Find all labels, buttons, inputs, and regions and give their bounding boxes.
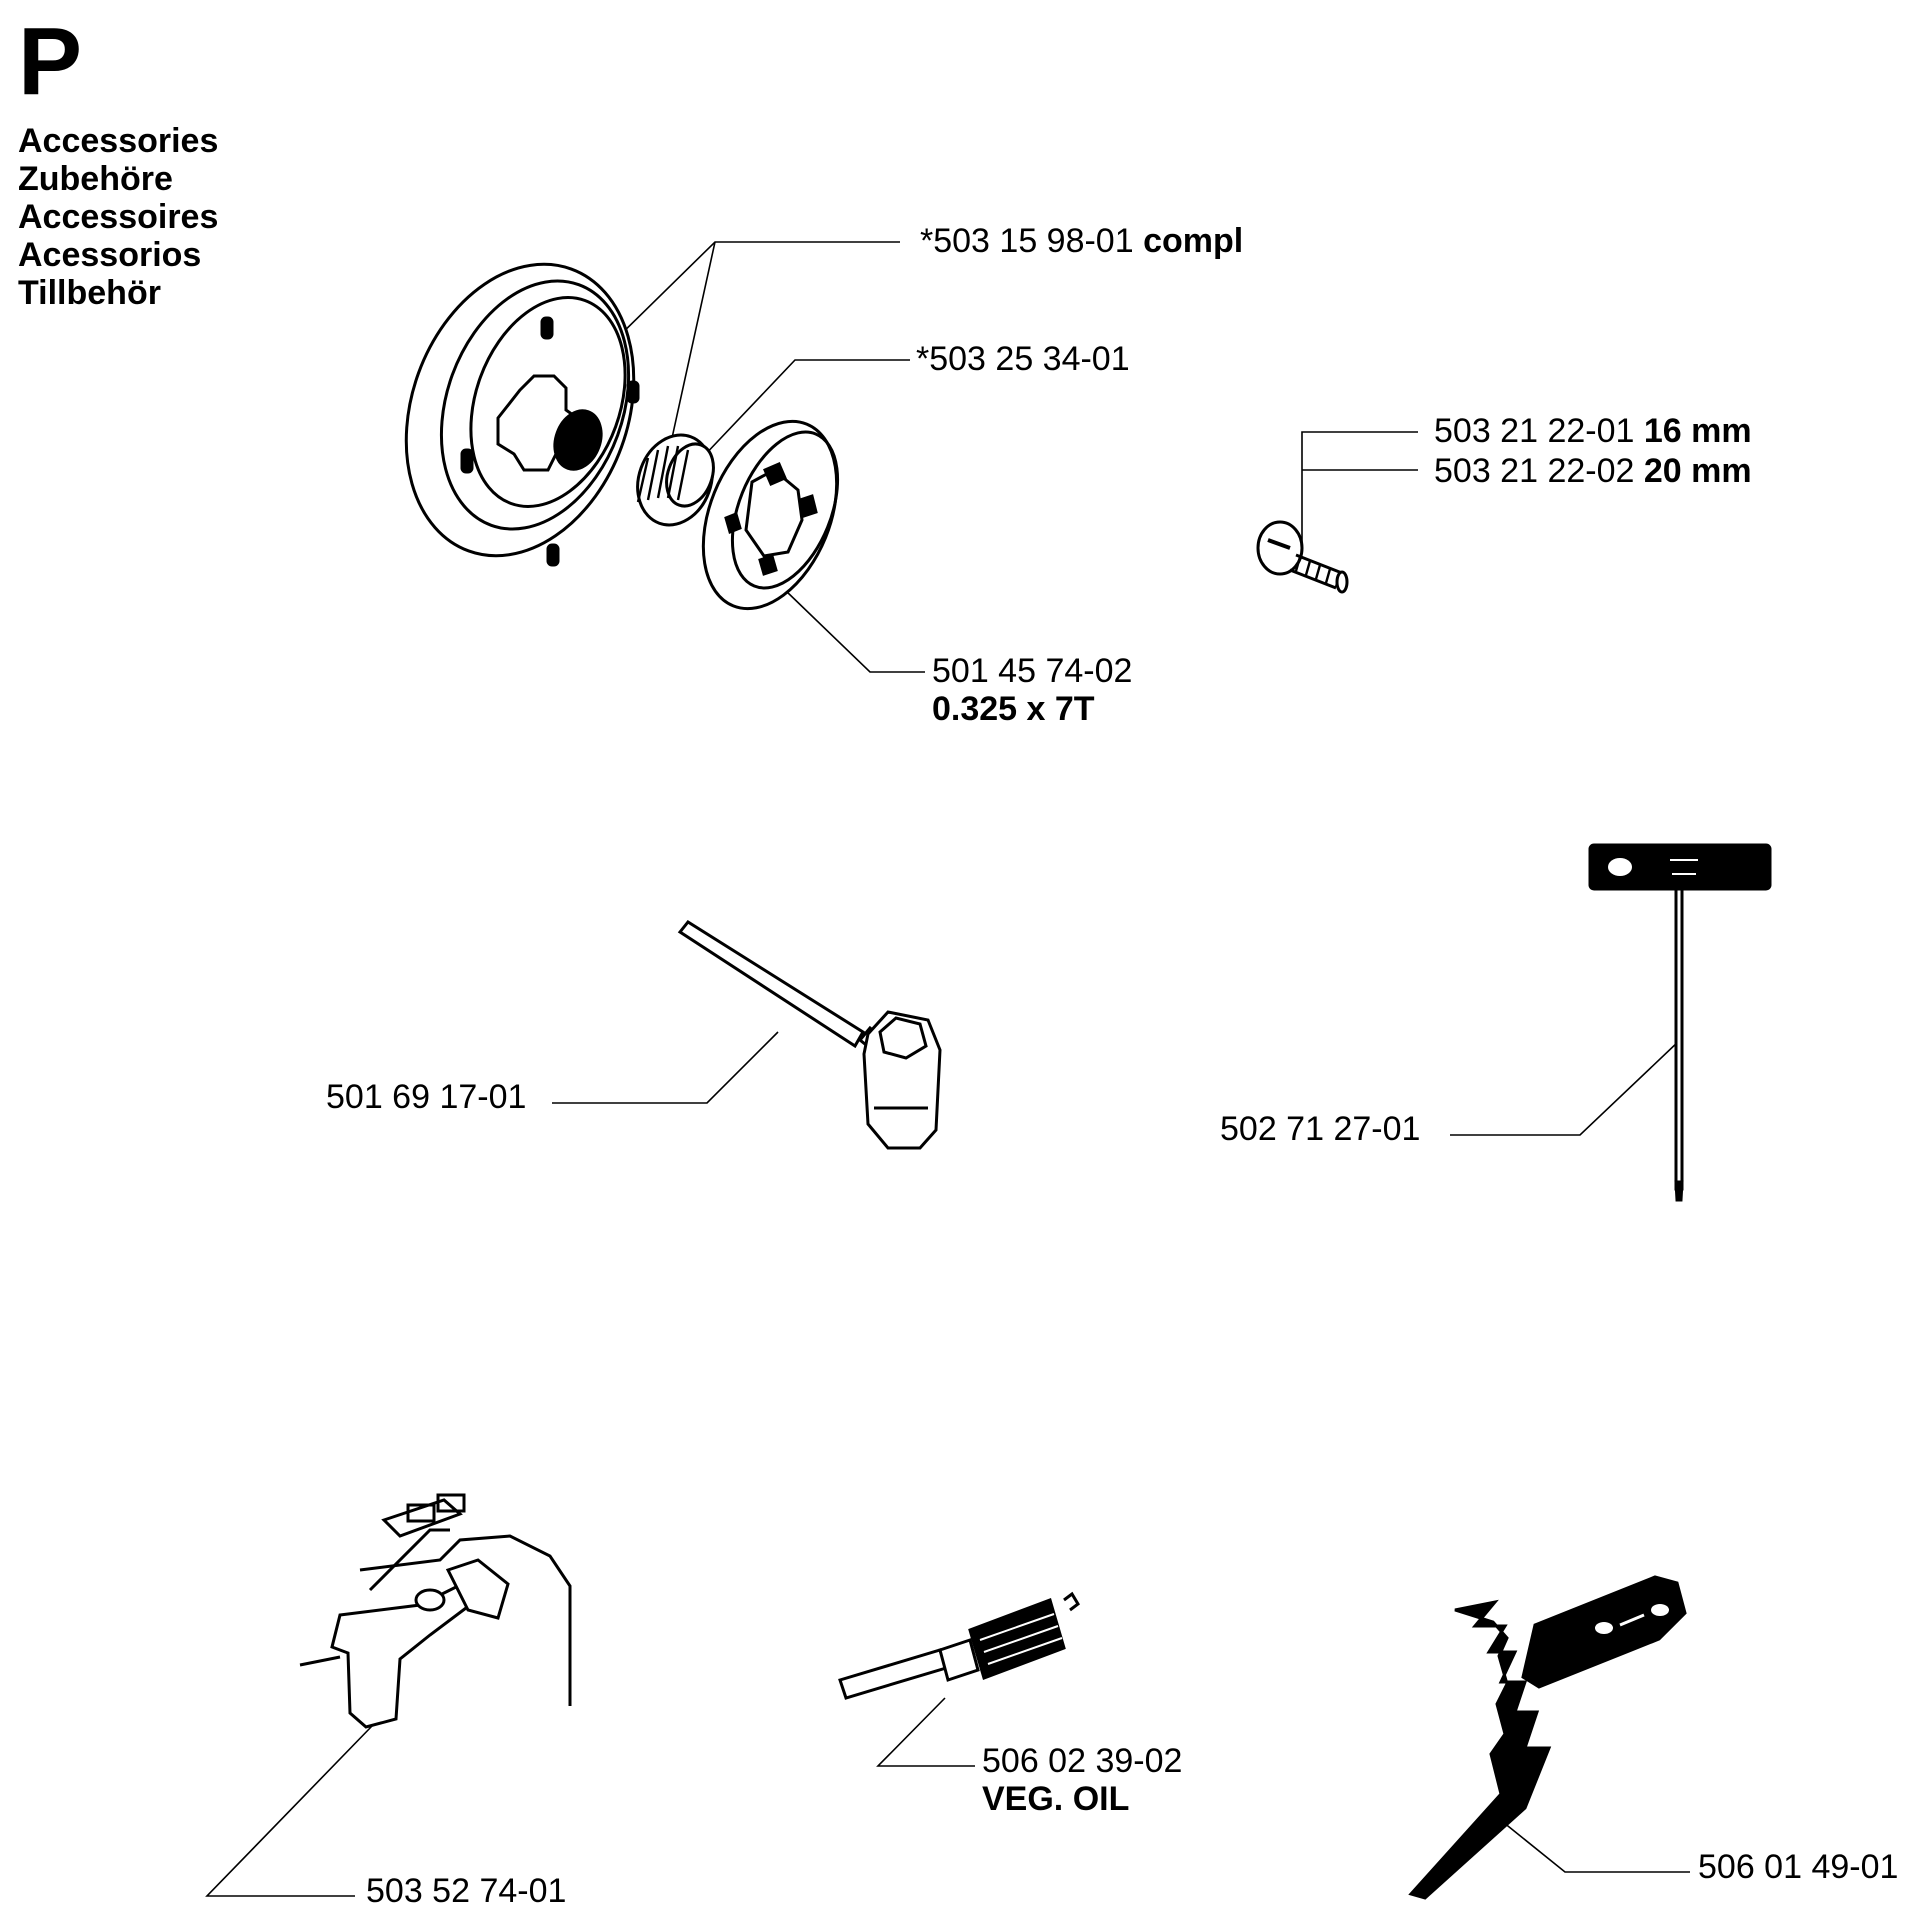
part-number-sprocket: 501 45 74-02 [932,652,1133,690]
part-number-combination-wrench: 501 69 17-01 [326,1078,527,1116]
section-title-de: Zubehöre [18,160,173,198]
label-oil-plug: 506 02 39-02 [982,1744,1182,1778]
leader-lines [205,241,1690,1897]
label-combination-wrench: 501 69 17-01 [326,1080,526,1114]
label-screw-16: 503 21 22-01 16 mm [1434,414,1752,448]
section-letter: P [18,8,83,115]
combination-wrench-icon [677,920,942,1150]
leader-oil-pump [205,1725,373,1897]
needle-bearing-icon [636,433,715,527]
leader-sprocket [784,589,925,673]
torx-key-icon [1588,843,1772,1202]
part-number-screw-20: 503 21 22-02 [1434,452,1635,490]
label-oil-pump-adjuster: 503 52 74-01 [366,1874,566,1908]
label-screw-20: 503 21 22-02 20 mm [1434,454,1752,488]
part-suffix-screw-20: 20 mm [1643,452,1752,490]
part-suffix-screw-16: 16 mm [1643,412,1752,450]
part-number-torx-key: 502 71 27-01 [1220,1110,1421,1148]
screw-icon [1256,520,1349,594]
label-torx-key: 502 71 27-01 [1220,1112,1420,1146]
leader-needle-bearing [699,359,910,461]
part-number-clutch-drum: *503 15 98-01 [920,222,1134,260]
leader-clutch-drum [611,241,900,344]
part-suffix-clutch-drum: compl [1143,222,1244,260]
leader-oil-plug [876,1697,975,1767]
part-number-oil-plug: 506 02 39-02 [982,1742,1183,1780]
leader-wrench [552,1031,779,1104]
sprocket-spec: 0.325 x 7T [932,690,1095,728]
label-clutch-drum: *503 15 98-01 compl [920,224,1243,258]
leader-clutch-drum-bearing [671,241,716,439]
label-depth-gauge-tool: 506 01 49-01 [1698,1850,1898,1884]
section-title-pt: Acessorios [18,236,202,274]
leader-torx [1450,1039,1681,1136]
sprocket-rim-icon [701,419,840,611]
label-sprocket: 501 45 74-02 [932,654,1132,688]
section-title-fr: Accessoires [18,198,219,236]
part-number-depth-gauge-tool: 506 01 49-01 [1698,1848,1899,1886]
oil-plug-icon [838,1591,1080,1700]
part-number-oil-pump-adjuster: 503 52 74-01 [366,1872,567,1910]
oil-pump-adjuster-icon [299,1493,572,1729]
part-number-screw-16: 503 21 22-01 [1434,412,1635,450]
depth-gauge-tool-icon [1408,1575,1687,1900]
section-title-en: Accessories [18,122,219,160]
label-needle-bearing: *503 25 34-01 [916,342,1130,376]
part-number-needle-bearing: *503 25 34-01 [916,340,1130,378]
leader-screw [1301,431,1418,548]
section-title-sv: Tillbehör [18,274,161,312]
clutch-drum-icon [404,262,640,567]
oil-plug-spec: VEG. OIL [982,1780,1130,1818]
leader-depth-gauge [1497,1817,1690,1873]
